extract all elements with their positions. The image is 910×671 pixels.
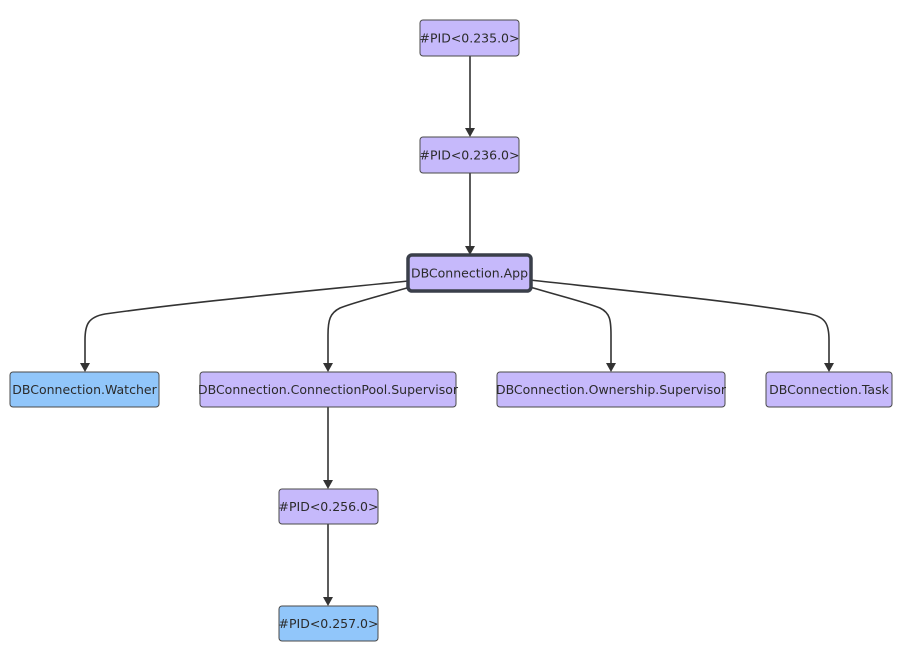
node-label: #PID<0.257.0> (279, 616, 379, 631)
node-app[interactable]: DBConnection.App (406, 253, 533, 293)
node-pid257[interactable]: #PID<0.257.0> (278, 605, 379, 642)
edge-poolsup-pid256 (323, 407, 333, 489)
node-label: DBConnection.Task (769, 382, 889, 397)
edge-line (84, 280, 409, 364)
arrow-head-icon (80, 363, 90, 372)
edges-layer (80, 56, 834, 606)
edge-pid236-app (465, 173, 475, 255)
node-box[interactable] (765, 371, 893, 408)
arrow-head-icon (323, 597, 333, 606)
node-box[interactable] (419, 19, 520, 57)
node-box[interactable] (278, 605, 379, 642)
node-poolsup[interactable]: DBConnection.ConnectionPool.Supervisor (198, 371, 459, 408)
edge-line (529, 279, 830, 364)
edge-app-poolsup (323, 286, 411, 372)
node-task[interactable]: DBConnection.Task (765, 371, 893, 408)
arrow-head-icon (824, 363, 834, 372)
node-label: DBConnection.Watcher (12, 382, 157, 397)
node-label: DBConnection.ConnectionPool.Supervisor (198, 382, 459, 397)
arrow-head-icon (465, 246, 475, 255)
edge-app-watcher (80, 280, 409, 372)
node-box[interactable] (406, 253, 533, 293)
edge-pid235-pid236 (465, 56, 475, 137)
node-label: #PID<0.235.0> (420, 31, 520, 46)
node-label: DBConnection.App (411, 266, 528, 281)
arrow-head-icon (323, 363, 333, 372)
arrow-head-icon (323, 480, 333, 489)
node-box[interactable] (9, 371, 160, 408)
node-label: #PID<0.236.0> (420, 148, 520, 163)
node-box[interactable] (199, 371, 457, 408)
node-label: DBConnection.Ownership.Supervisor (496, 382, 727, 397)
nodes-layer: #PID<0.235.0> #PID<0.236.0> DBConnection.A… (9, 19, 893, 642)
arrow-head-icon (465, 128, 475, 137)
node-box[interactable] (496, 371, 726, 408)
arrow-head-icon (606, 363, 616, 372)
node-ownsup[interactable]: DBConnection.Ownership.Supervisor (496, 371, 727, 408)
node-box[interactable] (278, 488, 379, 525)
node-watcher[interactable]: DBConnection.Watcher (9, 371, 160, 408)
node-pid256[interactable]: #PID<0.256.0> (278, 488, 379, 525)
edge-line (327, 286, 411, 364)
node-pid235[interactable]: #PID<0.235.0> (419, 19, 520, 57)
edge-pid256-pid257 (323, 524, 333, 606)
edge-app-task (529, 279, 834, 372)
node-box[interactable] (419, 136, 520, 174)
edge-line (529, 286, 612, 364)
node-label: #PID<0.256.0> (279, 499, 379, 514)
node-pid236[interactable]: #PID<0.236.0> (419, 136, 520, 174)
edge-app-ownsup (529, 286, 616, 372)
